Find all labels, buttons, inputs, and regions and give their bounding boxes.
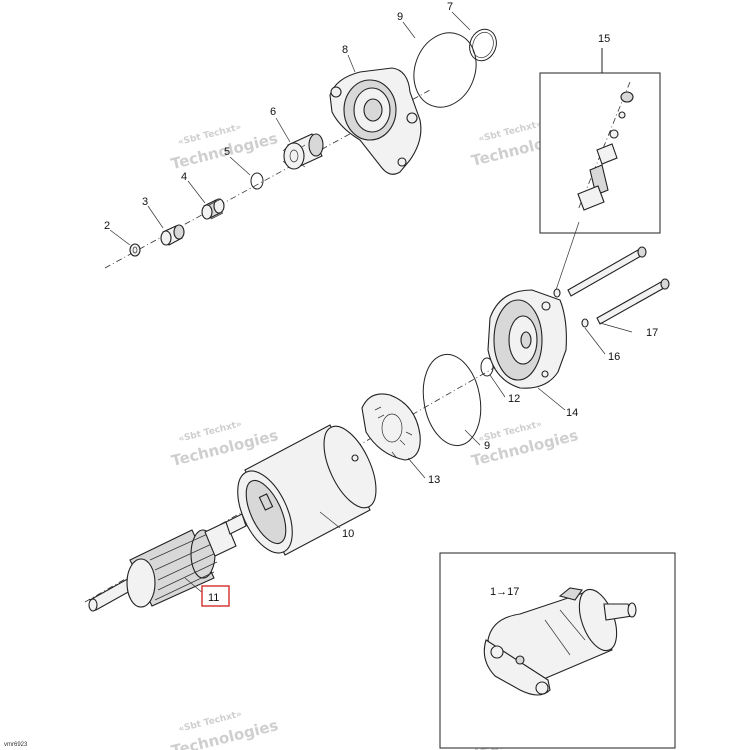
callout-3: 3 bbox=[142, 196, 148, 208]
callout-15: 15 bbox=[598, 33, 610, 45]
part-12-small-o-ring bbox=[480, 357, 494, 377]
callout-17: 17 bbox=[646, 327, 658, 339]
callout-5: 5 bbox=[224, 146, 230, 158]
part-10-yoke-frame bbox=[237, 424, 377, 556]
callout-labels: 9 7 15 8 6 5 4 3 2 17 16 12 14 9 13 10 bbox=[104, 1, 658, 540]
callout-9-lower: 9 bbox=[484, 440, 490, 452]
callout-10: 10 bbox=[342, 528, 354, 540]
inset-label: 1→17 bbox=[490, 586, 519, 598]
part-14-end-housing bbox=[487, 289, 567, 389]
callout-11: 11 bbox=[208, 592, 219, 604]
leader-lines bbox=[109, 11, 633, 595]
part-9-large-o-ring bbox=[413, 32, 477, 108]
part-6-pinion-gear bbox=[282, 133, 324, 170]
detail-box-15 bbox=[539, 48, 661, 291]
callout-13: 13 bbox=[428, 474, 440, 486]
callout-8: 8 bbox=[342, 44, 348, 56]
callout-7: 7 bbox=[447, 1, 453, 13]
part-7-small-o-ring bbox=[469, 28, 497, 62]
callout-6: 6 bbox=[270, 106, 276, 118]
part-4-needle-bearing bbox=[201, 198, 225, 220]
part-8-drive-housing bbox=[329, 67, 422, 175]
callout-16: 16 bbox=[608, 351, 620, 363]
highlight-box bbox=[201, 585, 230, 607]
part-13-brush-plate bbox=[361, 393, 421, 461]
callout-11-highlight: 11 bbox=[201, 585, 230, 607]
callout-9-top: 9 bbox=[397, 11, 403, 23]
part-9-lower-o-ring bbox=[422, 353, 482, 447]
part-17-through-bolts bbox=[567, 246, 670, 325]
callout-14: 14 bbox=[566, 407, 578, 419]
callout-2: 2 bbox=[104, 220, 110, 232]
part-5-o-ring bbox=[250, 172, 264, 190]
callout-12: 12 bbox=[508, 393, 520, 405]
part-11-armature bbox=[88, 513, 247, 612]
part-2-washer bbox=[129, 243, 141, 257]
callout-4: 4 bbox=[181, 171, 187, 183]
part-3-bushing bbox=[160, 224, 185, 246]
document-id: vmr6923 bbox=[4, 742, 28, 748]
part-16-washers bbox=[553, 288, 589, 328]
assembled-view-inset: 1→17 bbox=[439, 552, 676, 749]
